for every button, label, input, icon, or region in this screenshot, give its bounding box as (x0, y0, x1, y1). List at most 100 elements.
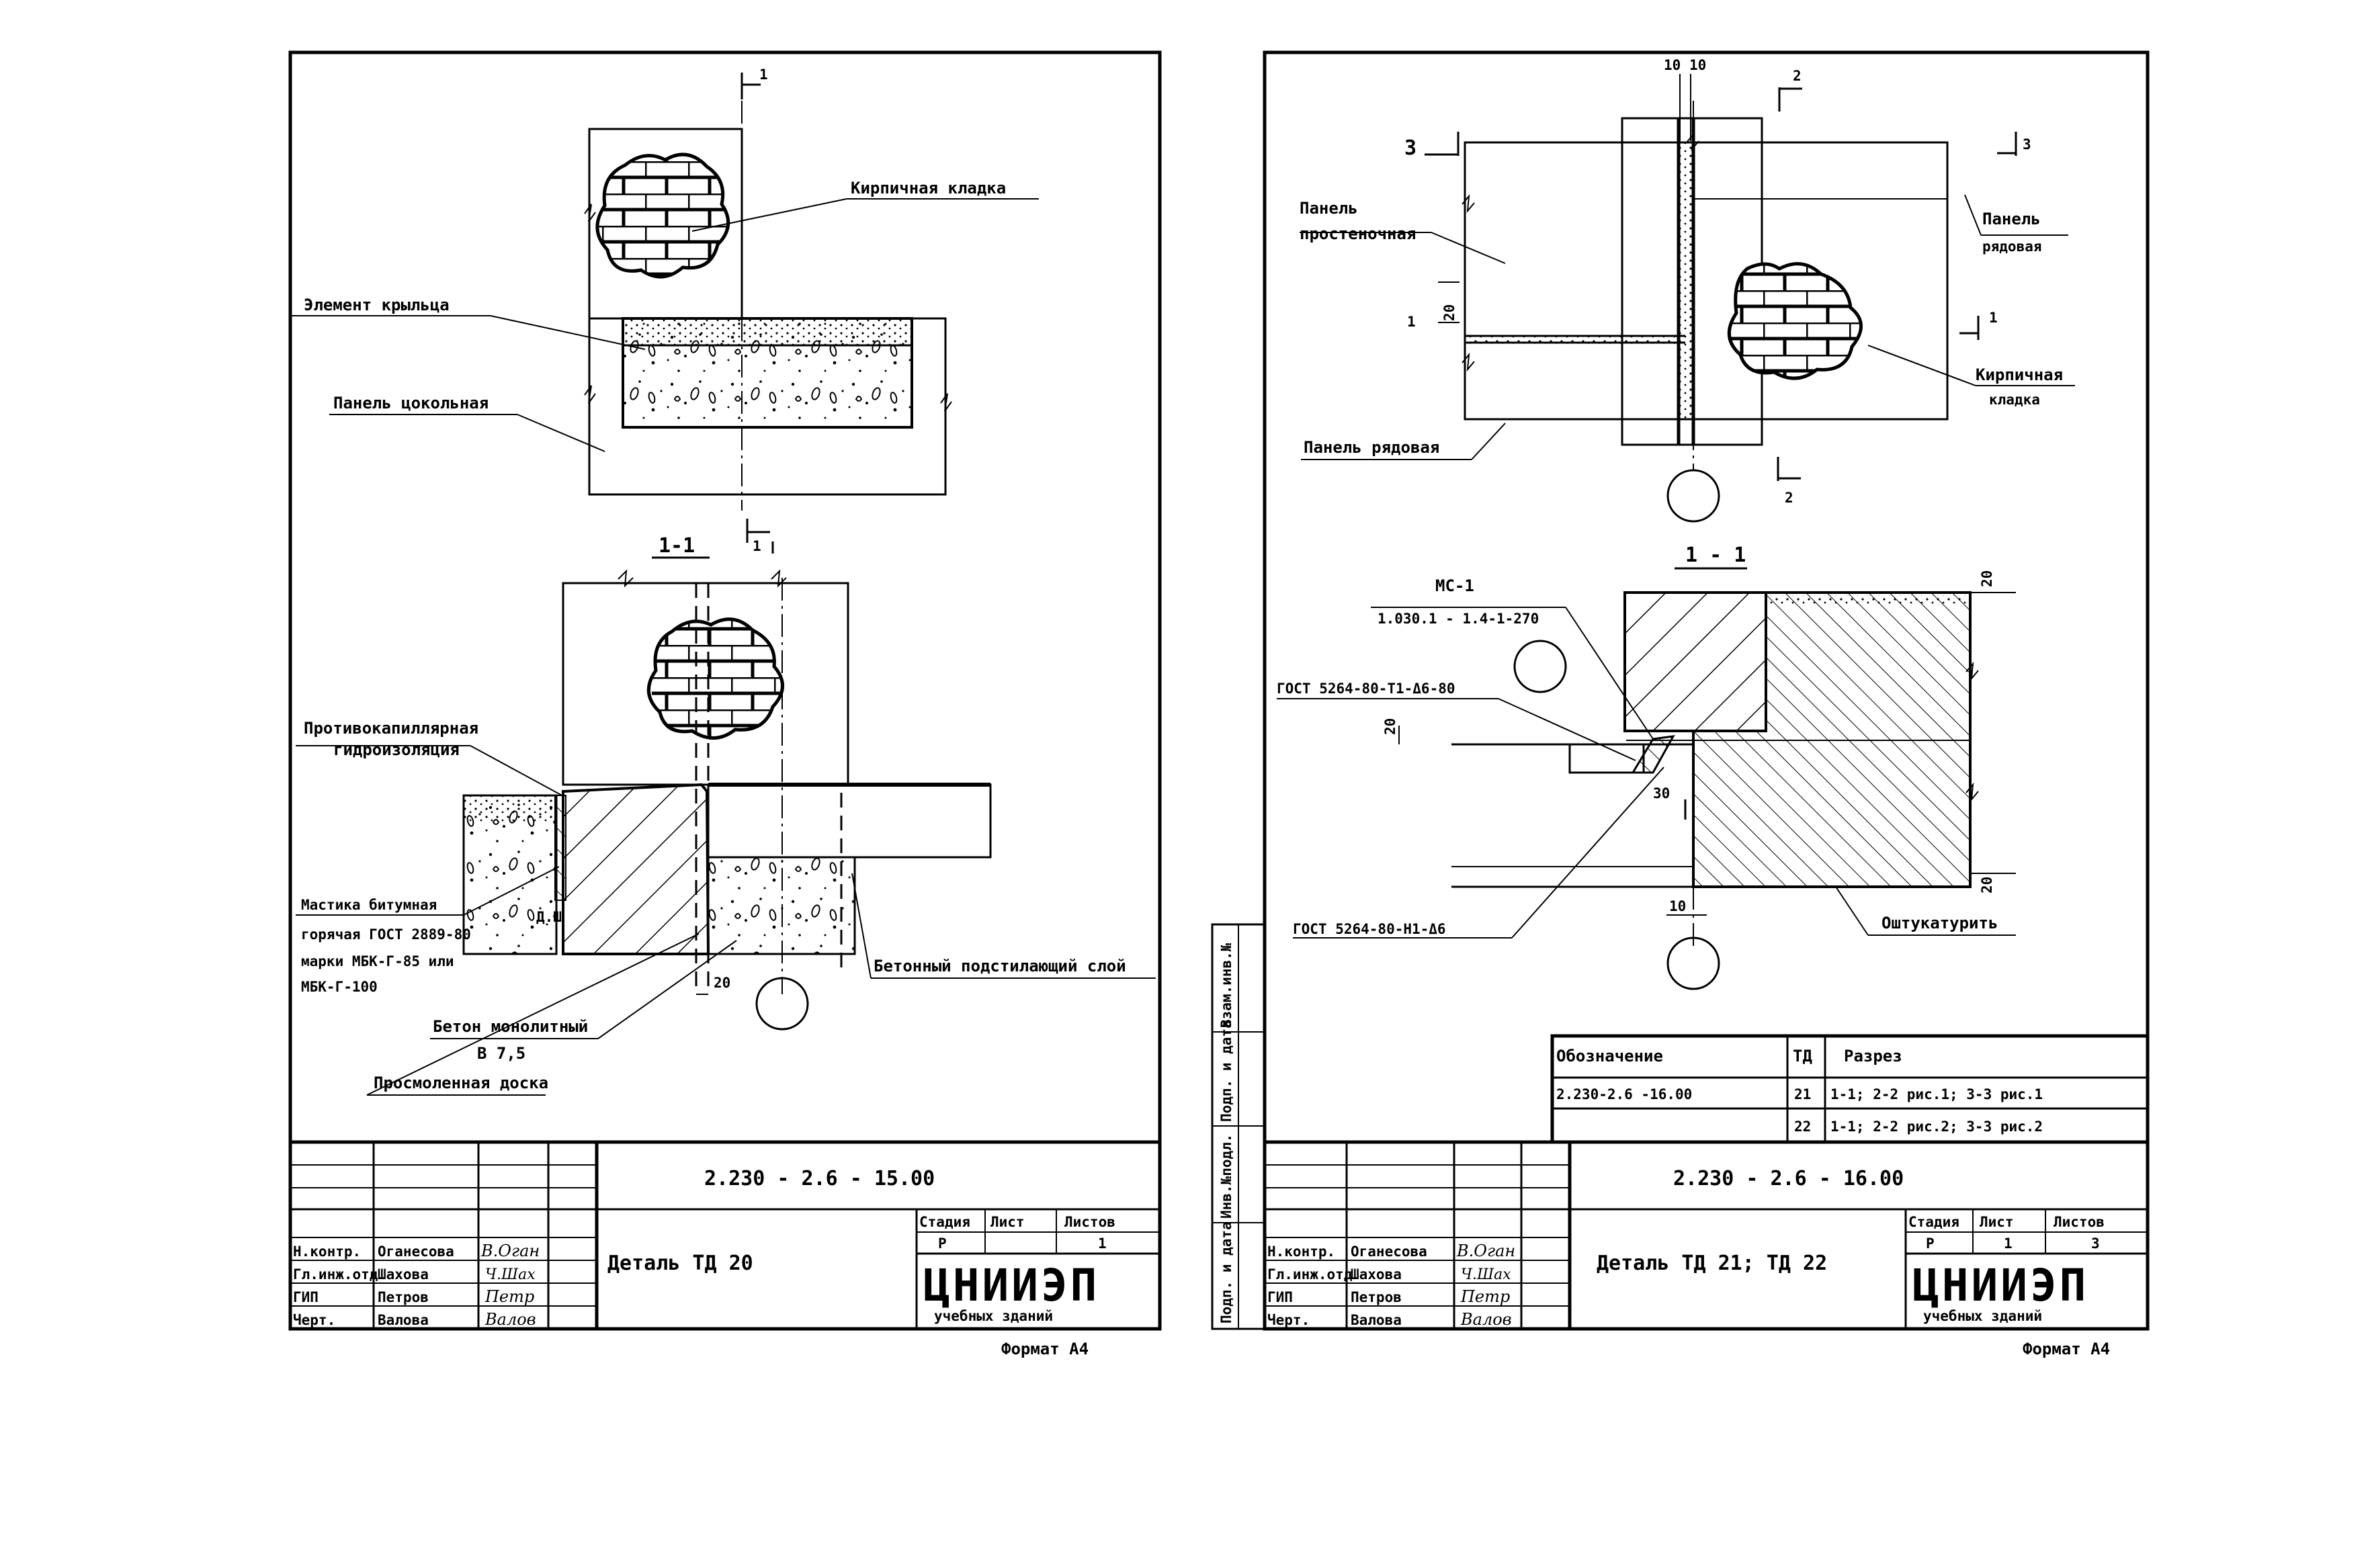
role-2-4: Черт. (1267, 1312, 1310, 1328)
stamp-3: Инв.№подл. (1218, 1134, 1234, 1219)
section-title: 1-1 (659, 534, 695, 558)
label-mastic-1: Мастика битумная (301, 897, 437, 913)
stage-value-2: Р (1926, 1235, 1935, 1252)
plan-view: 1 Кирпичная кладка Элемент крыльца Панел… (290, 67, 1039, 511)
label-brick-masonry-2-2: кладка (1989, 392, 2040, 408)
role-4: Черт. (293, 1312, 335, 1328)
section-1-1: 1-1 1 20 Противокапилля (296, 519, 1156, 1096)
signature-3: Петр (484, 1287, 534, 1306)
bitumen-mastic (554, 795, 566, 901)
sheets-header-2: Листов (2054, 1214, 2105, 1230)
title-block-1: 2.230 - 2.6 - 15.00 Деталь ТД 20 Стадия … (288, 1140, 1162, 1358)
cut-mark-3-left: 3 (1404, 136, 1416, 160)
dim-20a: 20 (1441, 304, 1457, 321)
sheet-1: 1 Кирпичная кладка Элемент крыльца Панел… (288, 50, 1162, 1358)
label-mastic-3: марки МБК-Г-85 или (301, 953, 454, 969)
dim-10b: 10 (1689, 57, 1706, 73)
label-pier-panel-2: простеночная (1300, 224, 1416, 243)
role-2: Гл.инж.отд (293, 1266, 378, 1282)
role-1: Н.контр. (293, 1244, 361, 1260)
role-3: ГИП (293, 1289, 319, 1305)
signature-4: Валов (484, 1310, 536, 1329)
name-2: Шахова (378, 1266, 429, 1282)
table-header-td: ТД (1793, 1047, 1812, 1065)
table-row-2-section: 1-1; 2-2 рис.2; 3-3 рис.2 (1830, 1119, 2043, 1135)
axis-marker-2a (1666, 469, 1720, 523)
table-row-2-td: 22 (1794, 1119, 1811, 1135)
drawing-title-2: Деталь ТД 21; ТД 22 (1597, 1252, 1827, 1275)
reference-table: Обозначение ТД Разрез 2.230-2.6 -16.00 2… (1550, 1034, 2150, 1144)
role-2-3: ГИП (1267, 1289, 1293, 1305)
label-base-layer: Бетонный подстилающий слой (874, 957, 1126, 975)
label-row-panel: Панель рядовая (1304, 438, 1439, 457)
label-anticapillary-1: Противокапиллярная (304, 719, 478, 738)
cut-mark-1-right: 1 (1989, 310, 1998, 326)
label-row-panel-r-1: Панель (1982, 210, 2041, 228)
label-porch-element: Элемент крыльца (304, 296, 450, 314)
section-1-1-sheet2: 1 - 1 МС-1 1.030.1 - 1.4-1-270 ГОСТ 526 (1277, 543, 2016, 990)
format-label-2: Формат А4 (2023, 1340, 2110, 1358)
name-3: Петров (378, 1289, 429, 1305)
label-plinth-panel: Панель цокольная (333, 394, 489, 412)
dim-20b: 20 (1382, 718, 1398, 735)
cut-mark-2-bottom: 2 (1785, 490, 1793, 506)
label-mc-2: 1.030.1 - 1.4-1-270 (1378, 611, 1539, 627)
label-pier-panel-1: Панель (1300, 199, 1358, 218)
axis-marker (755, 977, 809, 1031)
table-row-1-section: 1-1; 2-2 рис.1; 3-3 рис.1 (1830, 1086, 2043, 1102)
label-brick-masonry: Кирпичная кладка (851, 179, 1006, 198)
org-logo: ЦНИИЭП (923, 1260, 1099, 1311)
signature-2-3: Петр (1460, 1287, 1510, 1306)
stamp-1: Взам.инв.№ (1218, 943, 1234, 1028)
table-row-1-td: 21 (1794, 1086, 1811, 1102)
signature-2-1: В.Оган (1456, 1242, 1515, 1260)
plan-view-2: 10 10 2 2 3 3 1 1 20 Панель простеночная… (1300, 57, 2075, 523)
label-anticapillary-2: гидроизоляция (333, 740, 460, 759)
table-row-1-code: 2.230-2.6 -16.00 (1556, 1086, 1692, 1102)
sheets-value-2: 3 (2091, 1235, 2100, 1252)
name-1: Оганесова (378, 1244, 454, 1260)
drawing-code-2: 2.230 - 2.6 - 16.00 (1673, 1167, 1904, 1190)
name-2-3: Петров (1351, 1289, 1402, 1305)
table-header-section: Разрез (1844, 1047, 1902, 1065)
brick-masonry-section (652, 619, 783, 738)
role-2-2: Гл.инж.отд (1267, 1266, 1353, 1282)
sheets-header: Листов (1064, 1214, 1115, 1230)
label-d: Д.Ш (536, 909, 562, 925)
label-mc-1: МС-1 (1435, 576, 1474, 595)
cut-mark-3-right: 3 (2023, 136, 2031, 153)
signature-2: Ч.Шах (485, 1266, 536, 1283)
label-monolithic-concrete-2: В 7,5 (477, 1044, 525, 1063)
stage-header: Стадия (919, 1214, 970, 1230)
sheets-value: 1 (1098, 1235, 1107, 1252)
label-brick-masonry-2-1: Кирпичная (1976, 365, 2063, 384)
drawing-title: Деталь ТД 20 (607, 1252, 753, 1275)
dim-10c: 10 (1669, 898, 1686, 914)
name-2-4: Валова (1351, 1312, 1402, 1328)
stage-header-2: Стадия (1908, 1214, 1959, 1230)
axis-marker-2b (1666, 937, 1720, 990)
table-header-designation: Обозначение (1556, 1047, 1663, 1065)
label-tarred-board: Просмоленная доска (374, 1074, 548, 1092)
sheet-2: Взам.инв.№ Подп. и дата Инв.№подл. Подп.… (1211, 50, 2150, 1358)
sheet-value-2: 1 (2004, 1235, 2013, 1252)
signature-1: В.Оган (480, 1242, 540, 1260)
org-subtitle: учебных зданий (934, 1308, 1053, 1324)
sheet-header: Лист (990, 1214, 1025, 1230)
label-gost-1: ГОСТ 5264-80-Т1-Δ6-80 (1277, 681, 1455, 697)
dim-20c: 20 (1979, 570, 1995, 587)
org-logo-2: ЦНИИЭП (1912, 1260, 2088, 1311)
label-monolithic-concrete-1: Бетон монолитный (433, 1017, 588, 1036)
label-row-panel-r-2: рядовая (1982, 238, 2042, 255)
stamp-2: Подп. и дата (1218, 1020, 1234, 1122)
name-2-2: Шахова (1351, 1266, 1402, 1282)
org-subtitle-2: учебных зданий (1923, 1308, 2042, 1324)
label-mastic-4: МБК-Г-100 (301, 979, 378, 995)
dim-30: 30 (1653, 785, 1670, 801)
cut-mark-1-left: 1 (1407, 314, 1416, 330)
title-block-2: 2.230 - 2.6 - 16.00 Деталь ТД 21; ТД 22 … (1263, 1140, 2150, 1358)
name-2-1: Оганесова (1351, 1244, 1427, 1260)
signature-2-2: Ч.Шах (1461, 1266, 1511, 1283)
label-gost-2: ГОСТ 5264-80-Н1-Δ6 (1293, 921, 1446, 937)
